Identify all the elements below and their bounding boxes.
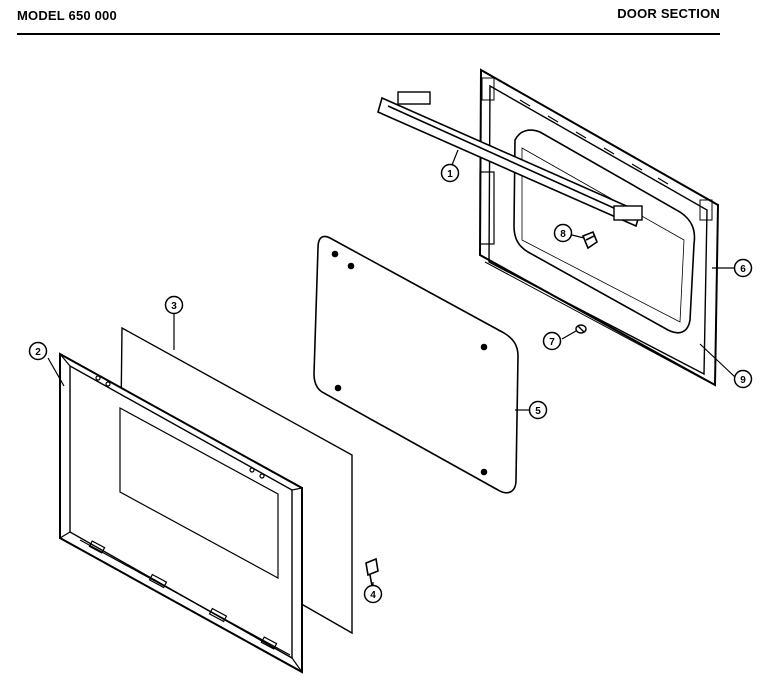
callout-9: 9: [733, 369, 753, 389]
inner-glass-panel: [313, 235, 519, 494]
door-screw: [575, 324, 587, 334]
callout-6: 6: [733, 258, 753, 278]
callout-label: 2: [35, 347, 41, 358]
callout-8: 8: [553, 223, 573, 243]
callout-3: 3: [164, 295, 184, 315]
hinge-channel: [377, 91, 643, 228]
callout-label: 4: [370, 590, 376, 601]
callout-label: 6: [740, 264, 746, 275]
inner-door-panel: [478, 68, 720, 387]
page-header: MODEL 650 000 DOOR SECTION: [0, 0, 768, 44]
callout-1: 1: [440, 163, 460, 183]
callout-5: 5: [528, 400, 548, 420]
section-title: DOOR SECTION: [617, 6, 720, 21]
callout-label: 5: [535, 406, 541, 417]
callout-label: 8: [560, 229, 566, 240]
callout-label: 9: [740, 375, 746, 386]
model-label: MODEL 650 000: [17, 8, 117, 23]
door-bracket: [365, 557, 379, 587]
door-clip: [581, 230, 598, 250]
callout-4: 4: [363, 584, 383, 604]
callout-label: 3: [171, 301, 177, 312]
callout-2: 2: [28, 341, 48, 361]
door-frame: [59, 352, 303, 674]
callout-label: 1: [447, 169, 453, 180]
callout-7: 7: [542, 331, 562, 351]
callout-label: 7: [549, 337, 555, 348]
header-rule: [17, 33, 720, 35]
